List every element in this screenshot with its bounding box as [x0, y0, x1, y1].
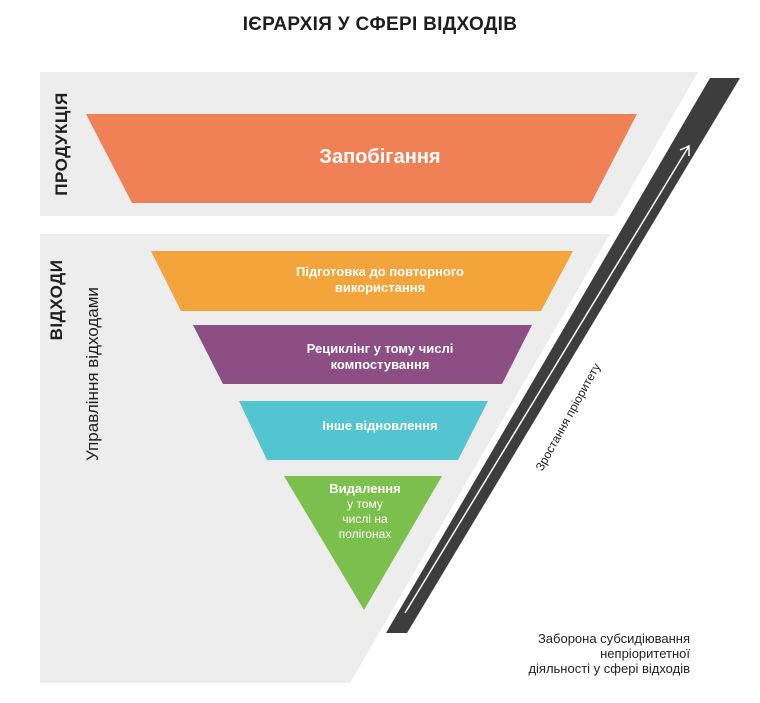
- tier-disposal-subtext: у тому числі на полігонах: [320, 497, 410, 542]
- tier-disposal: Видалення: [300, 481, 430, 497]
- subsidy-ban-note: Заборона субсидіювання непріоритетної ді…: [440, 631, 690, 676]
- tier-shape-recovery: [239, 401, 488, 460]
- tier-reuse-line-2: використання: [334, 280, 426, 295]
- diagram-title: ІЄРАРХІЯ У СФЕРІ ВІДХОДІВ: [242, 14, 518, 35]
- tier-recycling: Рециклінг у тому числі компостування: [245, 341, 515, 373]
- tier-recycling-line-1: Рециклінг у тому числі: [306, 341, 454, 356]
- tier-reuse-line-1: Підготовка до повторного: [295, 264, 465, 279]
- tier-shape-prevention: [86, 114, 637, 203]
- tier-shape-disposal: [284, 476, 442, 610]
- product-section-label: ПРОДУКЦІЯ: [52, 92, 71, 196]
- tier-prevention-line-1: Запобігання: [319, 146, 441, 168]
- priority-arrow-head: [679, 144, 690, 156]
- tier-disposal-sub-2: числі на: [342, 512, 388, 526]
- tier-recovery: Інше відновлення: [270, 418, 490, 434]
- tier-reuse: Підготовка до повторного використання: [210, 264, 550, 296]
- waste-section-label: ВІДХОДИ: [47, 259, 66, 341]
- tier-shape-reuse: [151, 251, 573, 311]
- tier-disposal-sub-3: полігонах: [338, 527, 392, 541]
- tier-shape-recycling: [193, 325, 532, 384]
- tier-disposal-sub-1: у тому: [347, 497, 383, 511]
- note-line-3: діяльності у сфері відходів: [528, 661, 690, 676]
- note-line-2: непріоритетної: [600, 646, 690, 661]
- priority-arrow-line: [404, 145, 690, 614]
- tier-recycling-line-2: компостування: [330, 357, 430, 372]
- waste-management-label: Управління відходами: [83, 287, 102, 461]
- tier-recovery-line-1: Інше відновлення: [322, 418, 438, 433]
- tier-prevention: Запобігання: [150, 145, 610, 169]
- tier-disposal-line-1: Видалення: [329, 481, 401, 496]
- note-line-1: Заборона субсидіювання: [537, 631, 690, 646]
- priority-bar: [386, 78, 740, 633]
